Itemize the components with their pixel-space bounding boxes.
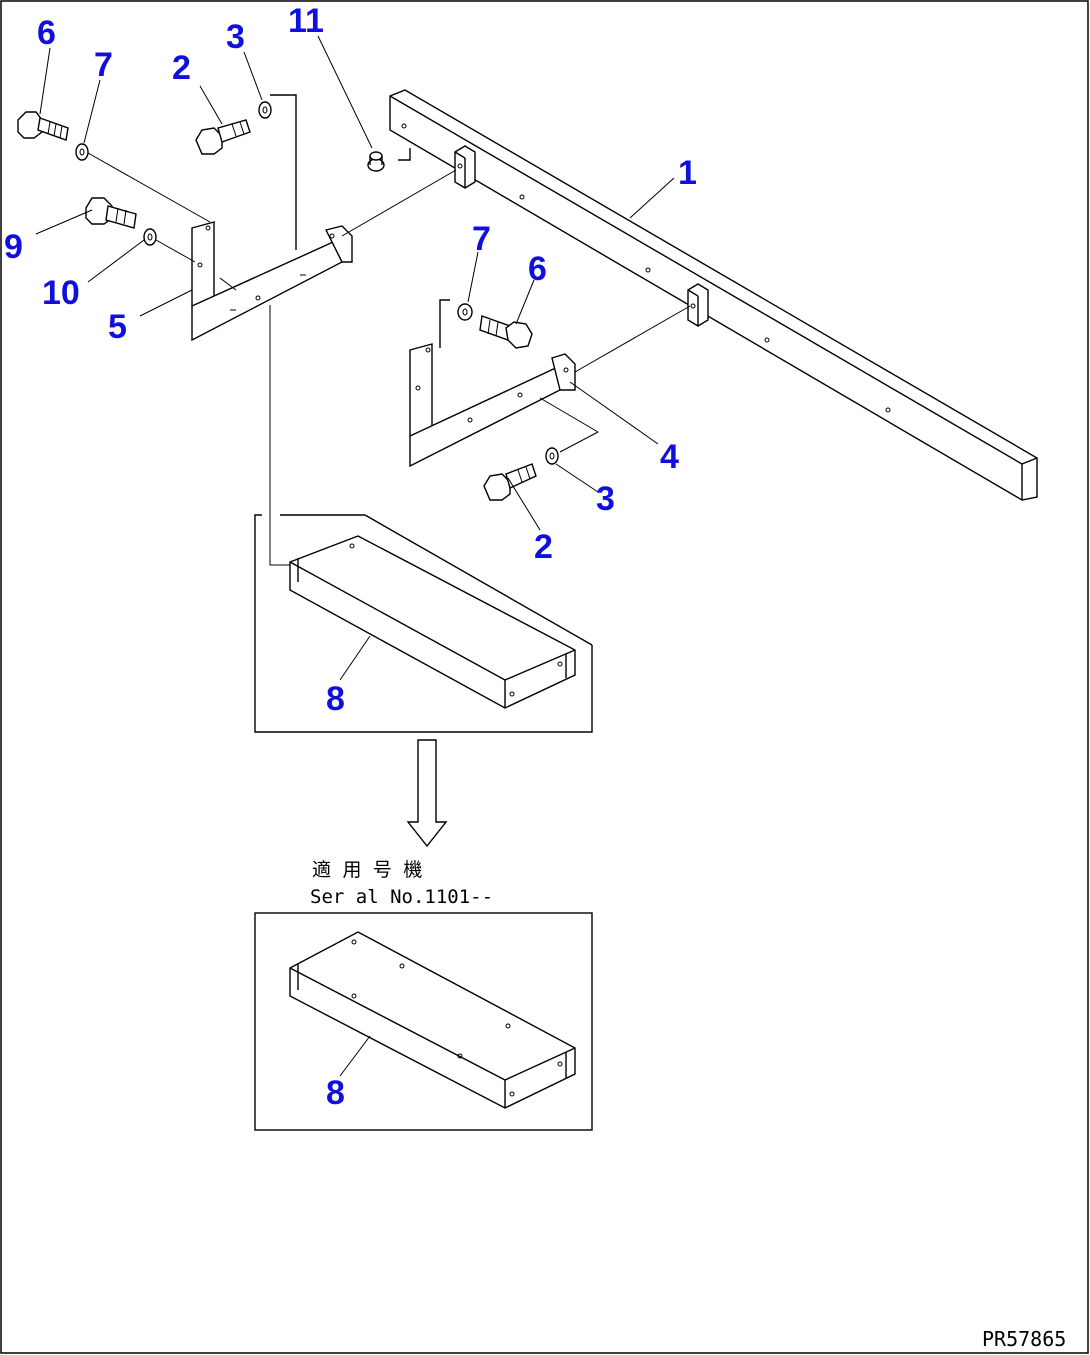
assembly-lines [87,152,691,566]
callout-11: 11 [288,2,324,40]
callout-10: 10 [42,274,80,312]
callout-7-lower: 7 [472,220,491,258]
figure-reference: PR57865 [982,1327,1066,1351]
part-2-bolt-upper [195,119,251,155]
callout-1: 1 [678,154,697,192]
part-8-step-upper-box [254,514,593,733]
callout-8-upper: 8 [326,680,345,718]
part-3-washer-upper [258,101,272,119]
part-6-bolt-upper [17,111,69,141]
callout-7-upper: 7 [94,46,113,84]
part-3-washer-lower [545,447,559,465]
part-5-bracket [191,94,353,342]
part-7-washer-upper [75,143,89,161]
part-1-rail [389,89,1038,501]
callout-9: 9 [4,228,23,266]
serial-note-japanese: 適 用 号 機 [312,859,422,881]
callout-2-lower: 2 [534,528,553,566]
callout-labels: 6 7 2 3 11 1 9 10 5 7 6 4 3 2 8 8 [4,2,697,1112]
down-arrow-icon [406,739,448,848]
part-2-bolt-lower [483,463,537,501]
part-10-washer [143,228,157,246]
part-7-washer-lower [457,303,473,321]
callout-3-lower: 3 [596,480,615,518]
callout-6-lower: 6 [528,250,547,288]
leader-lines [35,35,675,1077]
callout-8-lower: 8 [326,1074,345,1112]
part-6-bolt-lower [479,315,533,349]
callout-5: 5 [108,308,127,346]
callout-6-upper: 6 [37,14,56,52]
part-4-bracket [409,299,576,468]
part-11-cap [367,151,385,172]
part-8-step-lower-box [254,912,593,1131]
callout-4: 4 [660,438,679,476]
serial-note-number: Ser al No.1101-- [310,886,493,908]
part-9-bolt [85,197,137,229]
callout-2-upper: 2 [172,49,191,87]
callout-3-upper: 3 [226,18,245,56]
